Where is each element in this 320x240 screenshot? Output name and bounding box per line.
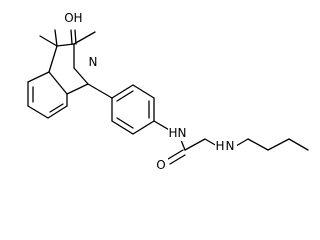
bond-c3-c4 bbox=[73, 31, 96, 45]
structure-diagram: O H N H N O H N bbox=[27, 11, 309, 173]
bond-c1-phenyl bbox=[87, 83, 113, 99]
bond-ph-5 bbox=[111, 120, 134, 135]
bond-n2-c1 bbox=[73, 67, 89, 85]
bond-ph-2 bbox=[132, 84, 155, 99]
bond-c3-o-a bbox=[70, 29, 73, 45]
bond-co-o-a bbox=[167, 149, 184, 160]
bond-benz-3 bbox=[27, 105, 49, 119]
atom-labels: O H N H N O H N bbox=[64, 11, 237, 173]
amine-h-label: H bbox=[215, 139, 224, 153]
bond-ph-d3 bbox=[116, 117, 134, 129]
bond-c4a-c4 bbox=[48, 45, 58, 73]
bond-ph-1 bbox=[111, 84, 134, 99]
bond-c1-c8a bbox=[66, 83, 89, 95]
bond-butyl-2 bbox=[267, 138, 290, 151]
bond-benz-1 bbox=[27, 71, 50, 83]
lactam-n-label: N bbox=[89, 55, 98, 69]
bond-benz-4 bbox=[47, 105, 68, 119]
bond-co-ch2 bbox=[184, 138, 206, 151]
bond-methyl-2 bbox=[54, 29, 58, 47]
bond-nh-co bbox=[180, 139, 186, 151]
bond-co-o-b bbox=[169, 154, 186, 165]
bond-c4-c3 bbox=[56, 43, 75, 47]
bond-nh-c1 bbox=[235, 138, 249, 147]
amide-n-label: N bbox=[178, 126, 187, 140]
amine-n-label: N bbox=[226, 139, 235, 153]
bond-methyl-1 bbox=[39, 35, 58, 47]
bond-butyl-3 bbox=[288, 138, 309, 151]
bond-butyl-1 bbox=[247, 138, 269, 151]
amide-o-label: O bbox=[156, 158, 165, 172]
amide-h-label: H bbox=[168, 126, 177, 140]
bond-ph-d1 bbox=[116, 90, 134, 102]
bond-benz-d2 bbox=[49, 103, 64, 113]
bond-ph-4 bbox=[132, 120, 155, 135]
bonds bbox=[27, 29, 309, 165]
bond-c8a-c4a bbox=[48, 71, 68, 95]
bond-c3-o-b bbox=[74, 29, 77, 45]
lactam-h-label: H bbox=[73, 11, 82, 25]
lactam-o-label: O bbox=[64, 11, 73, 25]
